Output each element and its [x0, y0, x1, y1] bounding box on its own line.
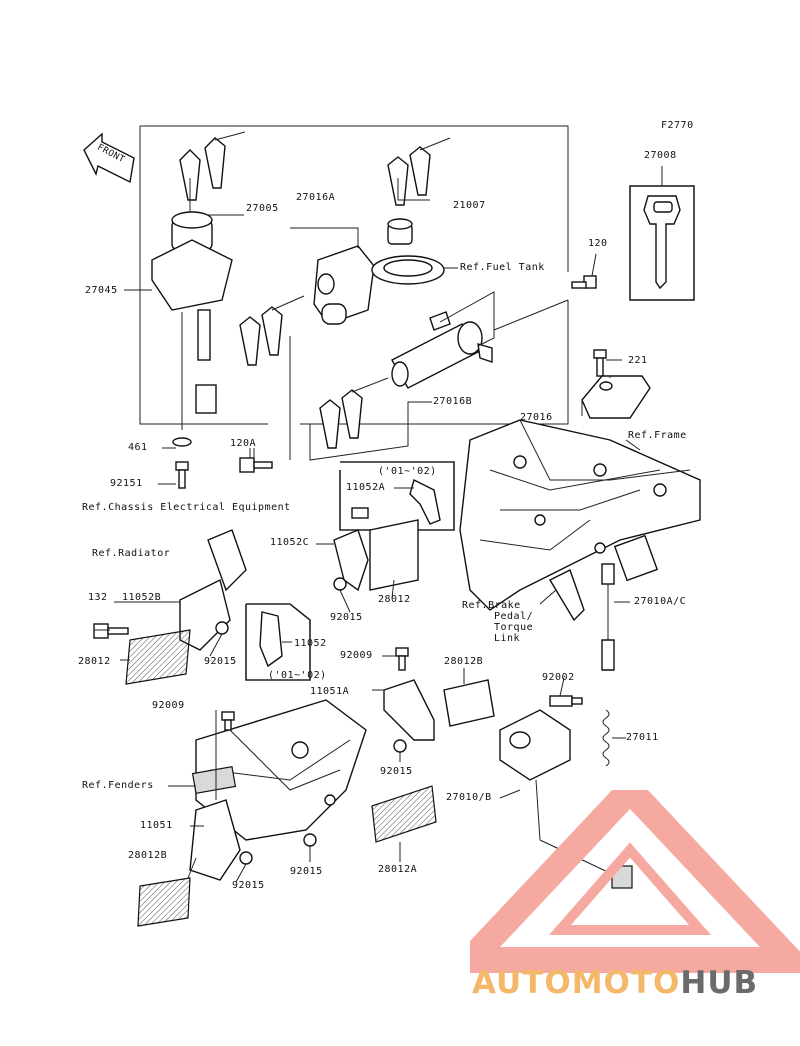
callout-frame-main	[140, 125, 569, 272]
reflector-28012A	[371, 785, 437, 843]
ignition-switch-body	[151, 211, 233, 430]
bracket-11052C	[333, 529, 369, 592]
fuel-cap-lock	[371, 218, 445, 285]
label-92015-c: 92015	[380, 766, 413, 777]
nut-92015-d	[303, 833, 317, 847]
label-92015-e: 92015	[232, 880, 265, 891]
callout-box-yr-a	[339, 461, 455, 531]
label-27005: 27005	[246, 203, 279, 214]
label-27011: 27011	[626, 732, 659, 743]
key-27008	[643, 195, 681, 290]
label-11052B: 11052B	[122, 592, 162, 603]
label-ref-brake-1: Ref.Brake	[462, 600, 521, 611]
brake-switch-27010AC	[601, 563, 615, 671]
key-pair-middle	[239, 295, 305, 366]
key-pair-lower	[319, 377, 389, 449]
bolt-132	[93, 623, 129, 639]
reflector-28012B-bottom	[137, 877, 191, 927]
helmet-lock-27016B	[391, 311, 493, 389]
label-21007: 21007	[453, 200, 486, 211]
label-11052C: 11052C	[270, 537, 310, 548]
radiator-bracket	[207, 529, 247, 592]
label-92002: 92002	[542, 672, 575, 683]
label-ref-frame: Ref.Frame	[628, 430, 687, 441]
bracket-11052	[259, 611, 283, 668]
nut-92015-a	[333, 577, 347, 591]
label-27016B: 27016B	[433, 396, 473, 407]
label-92015-a: 92015	[330, 612, 363, 623]
bolt-near-11052C	[351, 507, 369, 519]
label-92009-b: 92009	[152, 700, 185, 711]
label-461: 461	[128, 442, 148, 453]
reflector-28012-left	[125, 629, 191, 685]
callout-box-yr-b	[245, 603, 311, 681]
nut-92015-b	[215, 621, 229, 635]
label-27045: 27045	[85, 285, 118, 296]
label-27010A-C: 27010A/C	[634, 596, 687, 607]
label-ref-brake-2: Pedal/	[494, 611, 534, 622]
bolt-92009-b	[221, 711, 235, 731]
bracket-27016	[581, 375, 651, 419]
screw-120A	[239, 457, 273, 473]
label-28012B-top: 28012B	[444, 656, 484, 667]
vehicle-frame	[459, 419, 701, 611]
nut-92015-c	[393, 739, 407, 753]
watermark-logo	[470, 790, 800, 973]
figure-code: F2770	[661, 120, 694, 131]
label-27010-B: 27010/B	[446, 792, 492, 803]
reflector-28012B-top	[443, 679, 495, 727]
label-ref-fenders: Ref.Fenders	[82, 780, 154, 791]
bracket-11052A	[409, 478, 441, 525]
label-27016: 27016	[520, 412, 553, 423]
label-ref-brake-4: Link	[494, 633, 521, 644]
label-ref-fuel-tank: Ref.Fuel Tank	[460, 262, 545, 273]
label-11051A: 11051A	[310, 686, 350, 697]
label-120A: 120A	[230, 438, 257, 449]
label-year-range-a: ('01~'02)	[378, 466, 437, 477]
label-221: 221	[628, 355, 648, 366]
key-pair-top-left	[179, 131, 246, 201]
label-92151: 92151	[110, 478, 143, 489]
label-27016A: 27016A	[296, 192, 336, 203]
bolt-92002	[549, 695, 583, 707]
label-ref-radiator: Ref.Radiator	[92, 548, 171, 559]
watermark-text: AUTOMOTOHUB	[472, 965, 758, 1001]
watermark-text-hub: HUB	[680, 965, 759, 1001]
watermark-text-automoto: AUTOMOTO	[472, 965, 681, 1001]
leader-lines	[94, 289, 641, 883]
spring-27011	[602, 709, 610, 767]
torque-link	[549, 569, 585, 622]
screw-120	[571, 275, 597, 289]
screw-221	[593, 349, 607, 377]
label-11052: 11052	[294, 638, 327, 649]
nut-92015-e	[239, 851, 253, 865]
label-11051: 11051	[140, 820, 173, 831]
washer-461	[172, 437, 192, 447]
bracket-11051A	[383, 679, 435, 741]
label-28012-left: 28012	[78, 656, 111, 667]
label-ref-brake-3: Torque	[494, 622, 534, 633]
label-ref-chassis-electrical: Ref.Chassis Electrical Equipment	[82, 502, 291, 513]
label-92015-d: 92015	[290, 866, 323, 877]
bracket-11051	[189, 799, 241, 881]
bolt-92151	[175, 461, 189, 489]
label-28012A: 28012A	[378, 864, 418, 875]
reflector-28012-top	[369, 519, 419, 591]
seat-lock-27016A	[313, 245, 375, 325]
label-27008: 27008	[644, 150, 677, 161]
bolt-92009-a	[395, 647, 409, 671]
label-132: 132	[88, 592, 108, 603]
label-year-range-b: ('01~'02)	[268, 670, 327, 681]
rear-fender-assembly	[191, 699, 367, 841]
label-92015-b: 92015	[204, 656, 237, 667]
key-pair-top-right	[387, 137, 451, 206]
label-92009-a: 92009	[340, 650, 373, 661]
label-120: 120	[588, 238, 608, 249]
front-arrow-icon	[83, 132, 135, 184]
label-28012-top: 28012	[378, 594, 411, 605]
label-28012B-bottom: 28012B	[128, 850, 168, 861]
label-11052A: 11052A	[346, 482, 386, 493]
